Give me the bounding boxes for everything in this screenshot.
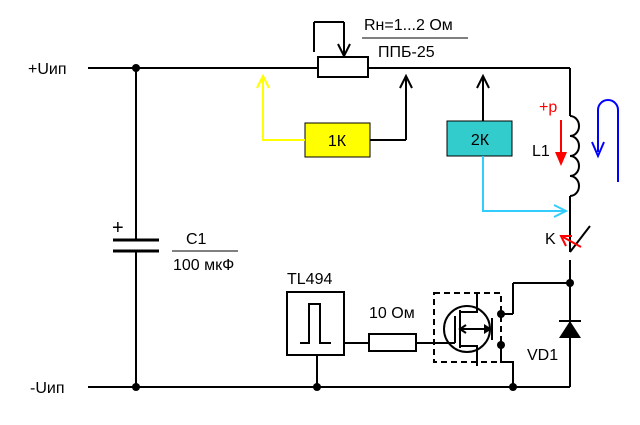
positive-supply-label: +Uип [28, 61, 67, 78]
positive-rail [88, 67, 571, 116]
negative-supply-label: -Uип [30, 380, 64, 397]
inductor-pressure-label: +p [539, 99, 557, 116]
inductor-l1 [569, 115, 580, 222]
capacitor-c1 [113, 68, 238, 387]
capacitor-name-label: C1 [186, 231, 207, 248]
capacitor-polarity-label: + [112, 217, 124, 239]
relay-2k-box [446, 120, 513, 157]
load-potentiometer [313, 21, 468, 78]
relay-1k [256, 73, 413, 158]
potentiometer-type-label: ППБ-25 [378, 44, 435, 61]
tl494-chip [286, 291, 369, 387]
relay-2k [446, 73, 569, 218]
mosfet-transistor [433, 283, 514, 387]
ic-label: TL494 [287, 271, 332, 288]
capacitor-value-label: 100 мкФ [173, 257, 234, 274]
gate-resistor [368, 333, 447, 352]
resistor-label: 10 Ом [369, 305, 415, 322]
diode-label: VD1 [527, 347, 558, 364]
switch-label: K [545, 231, 556, 248]
current-arrow-red [555, 120, 567, 166]
diode-vd1 [513, 282, 581, 387]
inductor-name-label: L1 [532, 143, 550, 160]
switch-k [559, 222, 591, 283]
relay-1k-label: 1К [328, 133, 347, 150]
relay-2k-label: 2К [471, 132, 490, 149]
field-arrow-blue [591, 99, 619, 182]
load-resistance-label: Rн=1...2 Ом [364, 17, 453, 34]
